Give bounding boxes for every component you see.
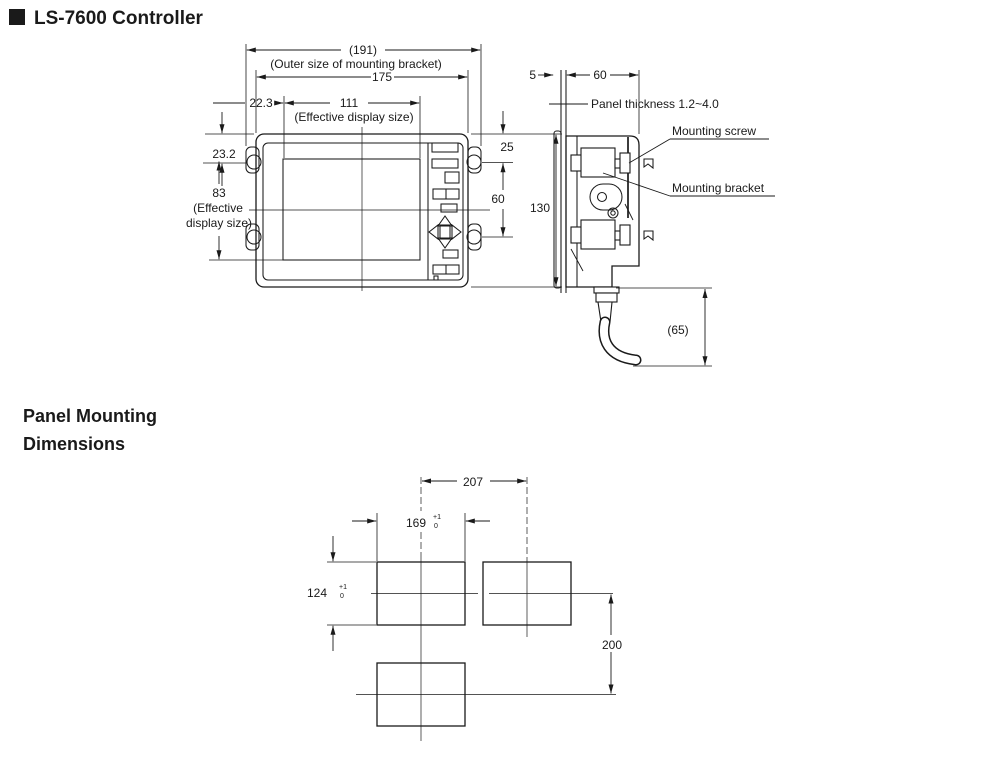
- indicator-led: [433, 275, 439, 281]
- clip-screw-hole: [466, 229, 482, 245]
- dim-clip-positions: 25 60: [482, 111, 514, 238]
- section-heading-line1: Panel Mounting: [23, 406, 157, 426]
- screw-head-center: [610, 210, 616, 216]
- keypad-button: [431, 158, 459, 169]
- keyhole-slot: [589, 183, 623, 211]
- dim-label: 60: [593, 68, 607, 82]
- arrow-right-key: [451, 223, 462, 241]
- callout-label: Panel thickness 1.2~4.0: [591, 97, 719, 111]
- dim-outer-width: (191) (Outer size of mounting bracket): [245, 43, 482, 146]
- chassis-edge: [570, 248, 584, 272]
- dim-label: 175: [372, 70, 392, 84]
- dim-cable-clearance: (65): [616, 287, 712, 367]
- tolerance-upper: +1: [339, 584, 347, 591]
- dim-cutout-pitch-vertical: 200: [602, 594, 622, 694]
- dim-label: 124: [307, 586, 327, 600]
- bezel-flange-side: [553, 130, 562, 289]
- dim-body-height: 130: [471, 133, 562, 288]
- mounting-screw-callout: Mounting screw: [628, 124, 769, 164]
- dim-note: display size): [186, 216, 252, 230]
- cable-inner: [600, 318, 640, 364]
- title-square-bullet-icon: [9, 9, 25, 25]
- dim-label: 5: [529, 68, 536, 82]
- callout-label: Mounting bracket: [672, 181, 765, 195]
- mounting-clip-left-bottom: [245, 223, 260, 251]
- keypad-button: [431, 142, 459, 153]
- dim-label: 25: [500, 140, 514, 154]
- clip-screw-hole: [466, 154, 482, 170]
- dim-label: (65): [667, 323, 688, 337]
- dim-label: 60: [491, 192, 505, 206]
- bracket-edge: [624, 203, 634, 221]
- screw-head: [607, 207, 619, 219]
- dim-display-height: 83 (Effective display size): [186, 161, 283, 261]
- dim-bezel-width: 175: [255, 70, 469, 133]
- controller-body-side: [565, 135, 640, 288]
- clip-screw-hole: [246, 154, 262, 170]
- front-view: (191) (Outer size of mounting bracket) 1…: [186, 43, 562, 291]
- dim-label: 200: [602, 638, 622, 652]
- page-title: LS-7600 Controller: [9, 8, 204, 29]
- keypad-button: [440, 203, 458, 213]
- keypad-button: [442, 249, 459, 259]
- callout-label: Mounting screw: [672, 124, 756, 138]
- tolerance-lower: 0: [340, 593, 344, 600]
- arrow-up-key: [436, 215, 454, 227]
- panel-mounting-section: Panel Mounting Dimensions 207 169 +1: [23, 406, 622, 741]
- dim-label: 111: [340, 96, 359, 110]
- controller-front-face: [262, 142, 464, 281]
- mounting-clip-left-top: [245, 146, 260, 174]
- bracket-hook: [643, 158, 654, 170]
- tolerance-upper: +1: [433, 514, 441, 521]
- dim-note: (Effective display size): [294, 110, 413, 124]
- mounting-bracket-callout: Mounting bracket: [602, 172, 775, 197]
- dim-label: (191): [349, 43, 377, 57]
- cable-connector: [593, 286, 642, 366]
- keypad-button: [444, 171, 460, 184]
- enter-key: [439, 224, 451, 240]
- clip-screw-hole: [246, 229, 262, 245]
- title-text: LS-7600 Controller: [34, 8, 204, 29]
- panel-thickness-callout: Panel thickness 1.2~4.0: [549, 97, 719, 111]
- dim-label: 169: [406, 516, 426, 530]
- dim-note: (Outer size of mounting bracket): [270, 57, 441, 71]
- keyhole-hole: [596, 191, 608, 203]
- mounting-screw-assembly-top: [570, 147, 654, 178]
- dim-label: 23.2: [212, 147, 236, 161]
- dim-label: 207: [463, 475, 483, 489]
- mounting-screw-assembly-bottom: [570, 219, 654, 250]
- bracket-hook: [643, 230, 654, 242]
- dim-cutout-height: 124 +1 0: [307, 536, 376, 651]
- side-view: 5 60 Panel thickness 1.2~4.0 Mounting sc…: [529, 68, 775, 367]
- dim-depth: 5 60: [529, 68, 640, 134]
- arrow-left-key: [428, 223, 439, 241]
- dim-display-offset-and-width: 22.3 111 (Effective display size): [213, 96, 421, 158]
- dim-note: (Effective: [193, 201, 243, 215]
- direction-pad-icon: [428, 215, 462, 249]
- section-heading-line2: Dimensions: [23, 434, 125, 454]
- arrow-down-key: [436, 237, 454, 249]
- dim-cutout-pitch-horizontal: 207: [422, 475, 527, 489]
- dim-label: 130: [530, 201, 550, 215]
- dim-label: 22.3: [249, 96, 273, 110]
- display-area: [282, 158, 421, 261]
- tolerance-lower: 0: [434, 523, 438, 530]
- dim-cutout-width: 169 +1 0: [352, 513, 490, 561]
- mounting-clip-right-bottom: [467, 223, 482, 251]
- dim-display-top-offset: 23.2: [203, 112, 254, 186]
- dim-label: 83: [212, 186, 226, 200]
